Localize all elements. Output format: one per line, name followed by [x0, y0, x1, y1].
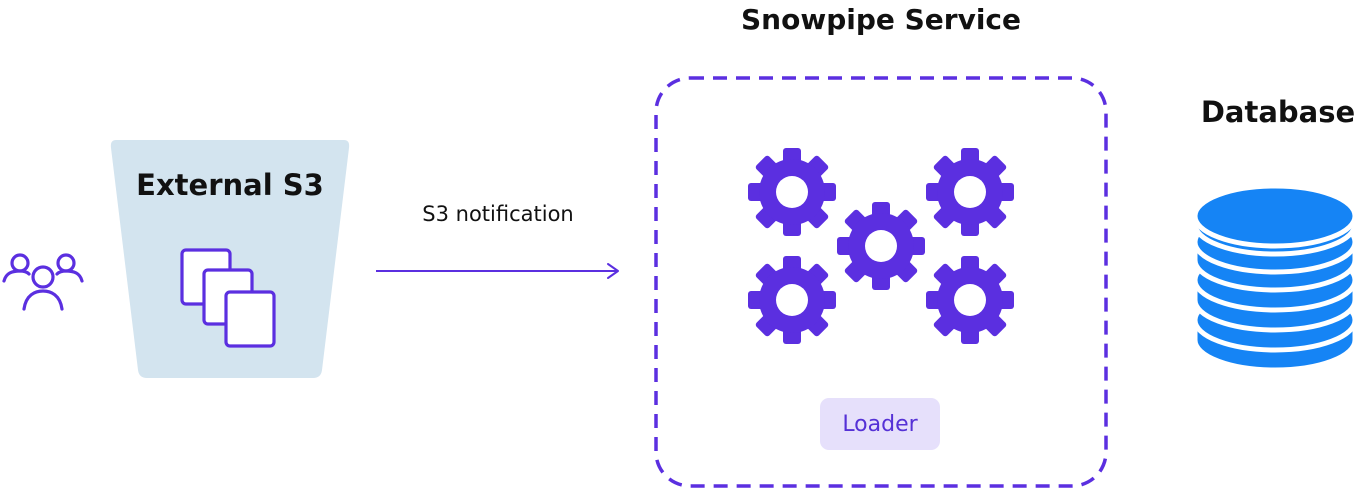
- s3-bucket-title: External S3: [136, 168, 324, 202]
- database-title: Database: [1200, 95, 1356, 129]
- files-icon: [180, 248, 276, 348]
- users-icon: [2, 253, 84, 311]
- loader-label: Loader: [842, 411, 918, 437]
- snowpipe-service-boundary: [654, 76, 1108, 488]
- loader-badge: Loader: [820, 398, 940, 450]
- s3-notification-label: S3 notification: [422, 202, 574, 226]
- notification-arrow: [376, 263, 619, 279]
- snowpipe-service-title: Snowpipe Service: [740, 3, 1022, 36]
- database-icon: [1192, 183, 1358, 373]
- gears-icon: [748, 148, 1014, 344]
